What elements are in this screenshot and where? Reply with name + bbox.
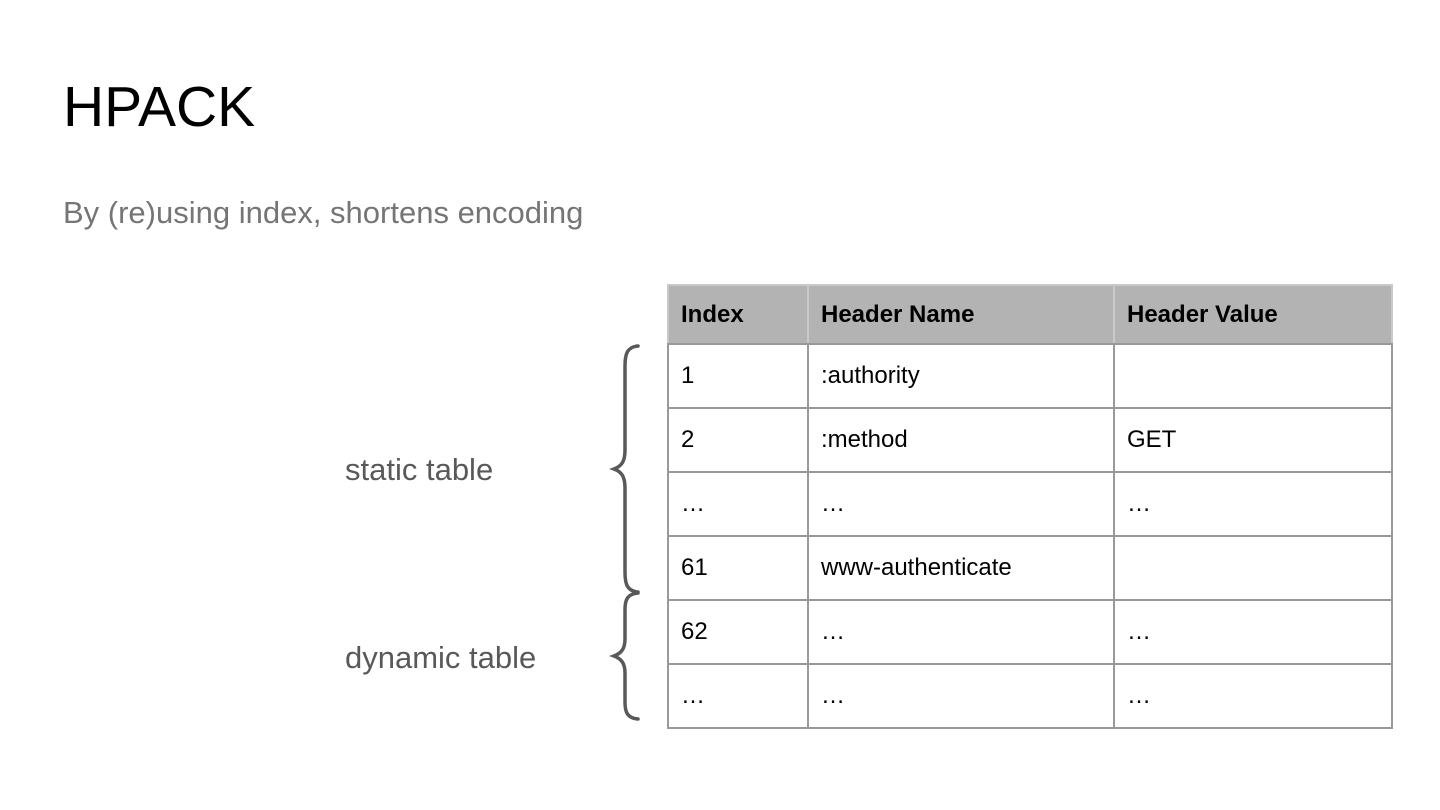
cell-index: … bbox=[667, 471, 809, 537]
slide-subtitle: By (re)using index, shortens encoding bbox=[63, 195, 584, 230]
cell-index: … bbox=[667, 663, 809, 729]
static-table-label: static table bbox=[345, 452, 494, 487]
cell-value: GET bbox=[1113, 407, 1393, 473]
cell-value: … bbox=[1113, 471, 1393, 537]
table-row: … … … bbox=[667, 663, 1393, 729]
table-row: 1 :authority bbox=[667, 343, 1393, 409]
hpack-index-table: Index Header Name Header Value 1 :author… bbox=[667, 284, 1393, 729]
cell-index: 61 bbox=[667, 535, 809, 601]
slide-title: HPACK bbox=[63, 75, 256, 139]
table-header-row: Index Header Name Header Value bbox=[667, 284, 1393, 345]
cell-value: … bbox=[1113, 663, 1393, 729]
column-header-value: Header Value bbox=[1113, 284, 1393, 345]
cell-name: … bbox=[807, 599, 1115, 665]
cell-value bbox=[1113, 535, 1393, 601]
cell-value bbox=[1113, 343, 1393, 409]
cell-index: 2 bbox=[667, 407, 809, 473]
cell-name: www-authenticate bbox=[807, 535, 1115, 601]
cell-name: … bbox=[807, 663, 1115, 729]
table-row: 61 www-authenticate bbox=[667, 535, 1393, 601]
cell-index: 62 bbox=[667, 599, 809, 665]
cell-name: :authority bbox=[807, 343, 1115, 409]
column-header-index: Index bbox=[667, 284, 809, 345]
table-row: … … … bbox=[667, 471, 1393, 537]
cell-index: 1 bbox=[667, 343, 809, 409]
cell-name: :method bbox=[807, 407, 1115, 473]
cell-value: … bbox=[1113, 599, 1393, 665]
dynamic-table-brace-icon bbox=[609, 591, 640, 721]
table-row: 2 :method GET bbox=[667, 407, 1393, 473]
column-header-name: Header Name bbox=[807, 284, 1115, 345]
dynamic-table-label: dynamic table bbox=[345, 640, 537, 675]
table-row: 62 … … bbox=[667, 599, 1393, 665]
cell-name: … bbox=[807, 471, 1115, 537]
static-table-brace-icon bbox=[609, 344, 640, 594]
